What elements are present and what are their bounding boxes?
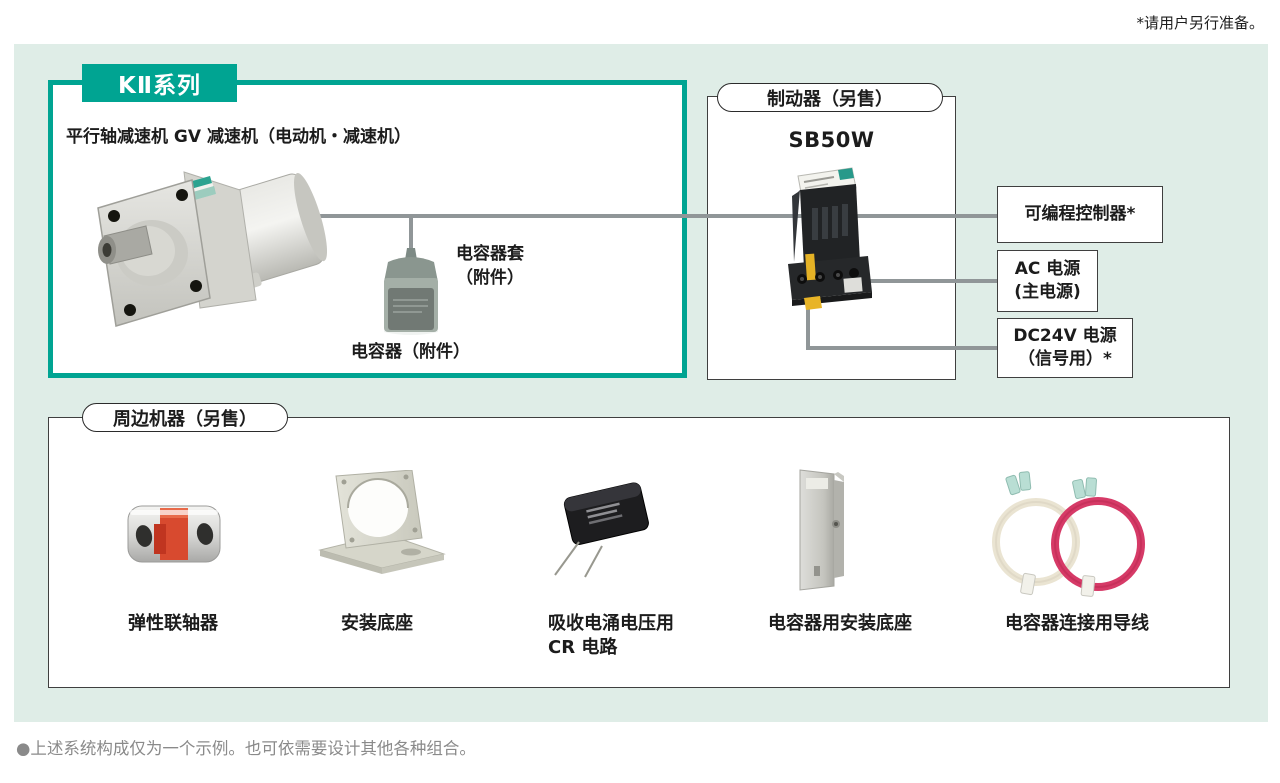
brake-unit-photo	[780, 166, 880, 314]
capacitor-cap-label: 电容器套 （附件）	[456, 244, 524, 288]
capacitor-photo	[378, 248, 444, 336]
gear-motor-photo	[88, 150, 328, 335]
flexible-coupling-photo	[124, 498, 224, 570]
motor-to-plc-line	[298, 214, 998, 218]
kii-series-tag: KⅡ系列	[82, 64, 237, 102]
lead-wires-label: 电容器连接用导线	[1005, 613, 1149, 634]
capacitor-label: 电容器（附件）	[351, 342, 470, 362]
dc-power-line-horizontal	[806, 346, 998, 350]
dc-power-line-vertical	[806, 302, 810, 350]
ac-power-line	[858, 279, 998, 283]
cr-circuit-photo	[545, 478, 653, 578]
capacitor-lead-wires-photo	[978, 462, 1148, 602]
brake-pill-label: 制动器（另售）	[717, 83, 943, 112]
ac-power-box: AC 电源 (主电源)	[997, 250, 1098, 312]
user-preparation-note: *请用户另行准备。	[1136, 14, 1264, 32]
mounting-bracket-photo	[316, 470, 448, 578]
peripherals-box	[48, 417, 1230, 688]
capacitor-bracket-label: 电容器用安装底座	[768, 613, 912, 634]
kii-product-title: 平行轴减速机 GV 减速机（电动机・减速机）	[66, 127, 411, 147]
peripherals-pill-label: 周边机器（另售）	[82, 403, 288, 432]
cr-circuit-label: 吸收电涌电压用 CR 电路	[548, 613, 674, 659]
plc-box: 可编程控制器*	[997, 186, 1163, 243]
mounting-bracket-label: 安装底座	[341, 613, 413, 634]
capacitor-drop-line	[409, 214, 413, 262]
dc-power-box: DC24V 电源 （信号用）*	[997, 318, 1133, 378]
coupling-label: 弹性联轴器	[128, 613, 218, 634]
example-note: ●上述系统构成仅为一个示例。也可依需要设计其他各种组合。	[16, 739, 476, 758]
capacitor-mounting-bracket-photo	[790, 466, 852, 592]
brake-model-name: SB50W	[788, 128, 875, 152]
